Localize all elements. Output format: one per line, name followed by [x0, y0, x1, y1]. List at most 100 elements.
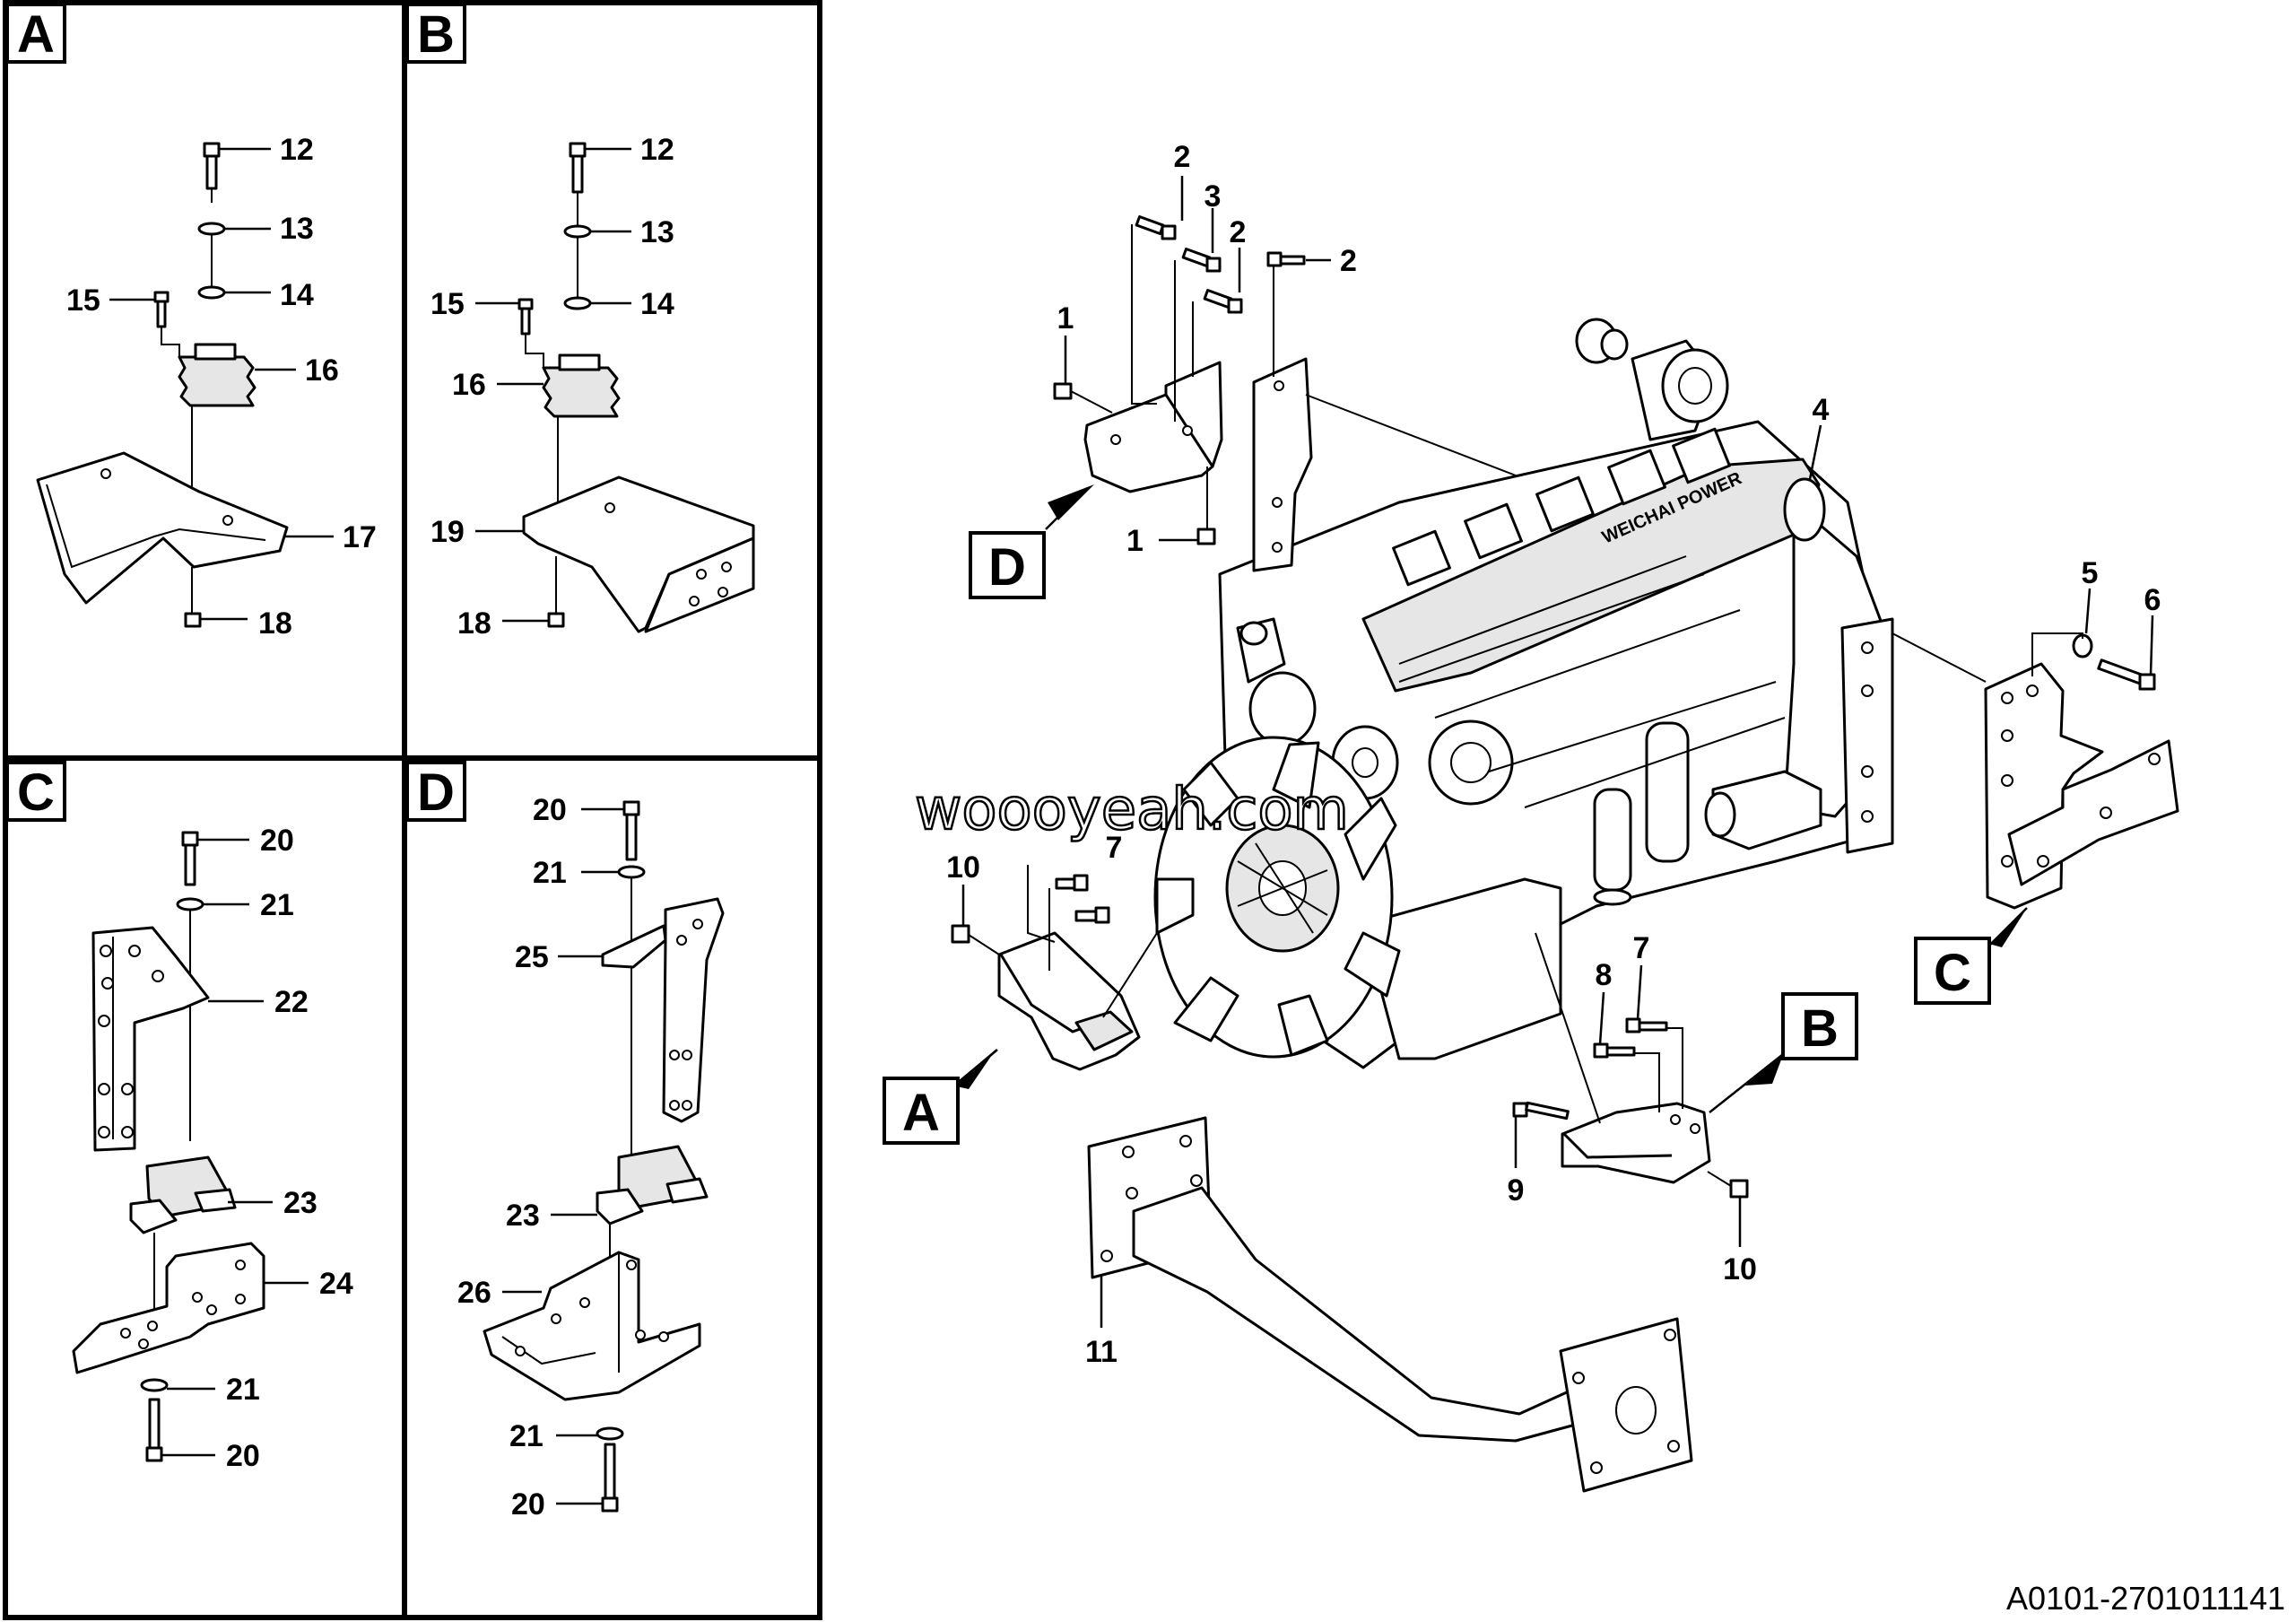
detail-tag-a: A [902, 1084, 940, 1142]
nut-10 [1729, 1179, 1749, 1199]
oil-filter [1593, 721, 1690, 906]
callout-7: 7 [1106, 831, 1123, 865]
callout-1: 1 [1057, 301, 1074, 336]
callout-22: 22 [274, 985, 309, 1019]
callout-21: 21 [260, 888, 294, 922]
callout-8: 8 [1596, 958, 1613, 992]
callout-4: 4 [1813, 393, 1830, 427]
callout-18: 18 [258, 606, 292, 641]
bolt-2 [1203, 289, 1243, 314]
callout-21: 21 [533, 856, 567, 890]
bolt-20-bottom [601, 1443, 619, 1513]
washer-21-bottom [596, 1426, 624, 1441]
bolt-7 [1074, 906, 1110, 924]
rubber-mount-23 [129, 1155, 237, 1234]
bracket-b-assembly [1512, 932, 1749, 1199]
bolt-7 [1625, 1017, 1668, 1033]
bolt-15 [517, 298, 534, 336]
callout-13: 13 [280, 212, 314, 246]
bracket-25 [601, 897, 725, 1123]
callout-12: 12 [640, 133, 674, 167]
detail-tag-d-box [969, 531, 1046, 599]
bolt-8 [1593, 1042, 1636, 1059]
callout-10: 10 [1723, 1252, 1757, 1286]
callout-12: 12 [280, 133, 314, 167]
panel-c-tag: C [17, 763, 55, 822]
drawing-code: A0101-2701011141 [2006, 1580, 2285, 1617]
callout-26: 26 [457, 1276, 491, 1310]
detail-tag-c-box [1914, 937, 1991, 1005]
callout-23: 23 [283, 1186, 317, 1220]
nut-1 [1196, 528, 1216, 545]
callout-6: 6 [2144, 583, 2161, 617]
panel-b-tag-box [405, 3, 466, 64]
callout-14: 14 [640, 287, 674, 321]
nut-10 [951, 924, 970, 944]
engine: WEICHAI POWER [1218, 318, 1894, 1069]
bolt-3 [1181, 248, 1222, 273]
callout-18: 18 [457, 606, 491, 641]
callout-13: 13 [640, 215, 674, 249]
turbocharger [1575, 318, 1729, 441]
washer-14 [197, 285, 226, 300]
callout-21: 21 [509, 1419, 544, 1453]
bolt-15 [153, 291, 170, 328]
callout-14: 14 [280, 278, 314, 312]
watermark: woooyeah.com [915, 777, 1349, 843]
callout-1: 1 [1126, 524, 1144, 558]
bracket-d-assembly [1053, 215, 1517, 572]
bolt-20-top [622, 800, 640, 861]
washer-21-top [617, 865, 646, 879]
bracket-24 [72, 1242, 265, 1374]
bolt-20-bottom [145, 1398, 163, 1462]
bolt-12 [569, 142, 587, 194]
panel-d-tag-box [405, 761, 466, 822]
bracket-17 [36, 451, 289, 605]
callout-9: 9 [1508, 1173, 1525, 1208]
callout-11: 11 [1085, 1335, 1118, 1369]
panel-a-tag-box [5, 3, 66, 64]
bracket-26 [483, 1251, 701, 1401]
panel-a-tag: A [17, 5, 55, 64]
callout-2: 2 [1174, 140, 1191, 174]
panel-c-tag-box [5, 761, 66, 822]
nut-18 [184, 612, 202, 628]
cooling-fan [1153, 736, 1401, 1059]
detail-tag-b: B [1801, 999, 1839, 1058]
bolt-2 [1266, 251, 1306, 267]
callout-7: 7 [1633, 931, 1650, 965]
bolt-12 [203, 142, 221, 190]
washer-21-bottom [140, 1378, 169, 1392]
bolt-7 [1055, 874, 1089, 892]
callout-20: 20 [226, 1439, 260, 1473]
bolt-9 [1512, 1101, 1570, 1121]
callout-24: 24 [319, 1267, 353, 1301]
washer-14 [563, 296, 592, 310]
callout-2: 2 [1230, 215, 1247, 249]
detail-tag-a-box [883, 1077, 960, 1145]
callout-10: 10 [946, 850, 980, 885]
crossmember-11 [1087, 1116, 1693, 1493]
bolt-20-top [181, 831, 199, 886]
callout-20: 20 [533, 793, 567, 827]
bracket-a-assembly [951, 865, 1158, 1071]
detail-tag-b-box [1781, 992, 1858, 1060]
washer-13 [563, 224, 592, 239]
washer-13 [197, 222, 226, 236]
panel-b-tag: B [417, 5, 455, 64]
rubber-mount-23 [596, 1145, 709, 1225]
callout-2: 2 [1340, 244, 1357, 278]
callout-3: 3 [1205, 179, 1222, 214]
callout-19: 19 [430, 515, 465, 549]
bracket-c-assembly [1892, 632, 2179, 910]
callout-5: 5 [2082, 556, 2099, 590]
panel-c: C [5, 761, 353, 1473]
callout-15: 15 [430, 287, 465, 321]
detail-tag-d: D [988, 538, 1026, 597]
main-assembly: WEICHAI POWER [883, 140, 2179, 1493]
washer-21-top [176, 897, 204, 911]
callout-16: 16 [452, 368, 486, 402]
nut-18 [547, 612, 565, 628]
rubber-mount-16 [178, 343, 257, 407]
panel-b: B [405, 3, 755, 641]
